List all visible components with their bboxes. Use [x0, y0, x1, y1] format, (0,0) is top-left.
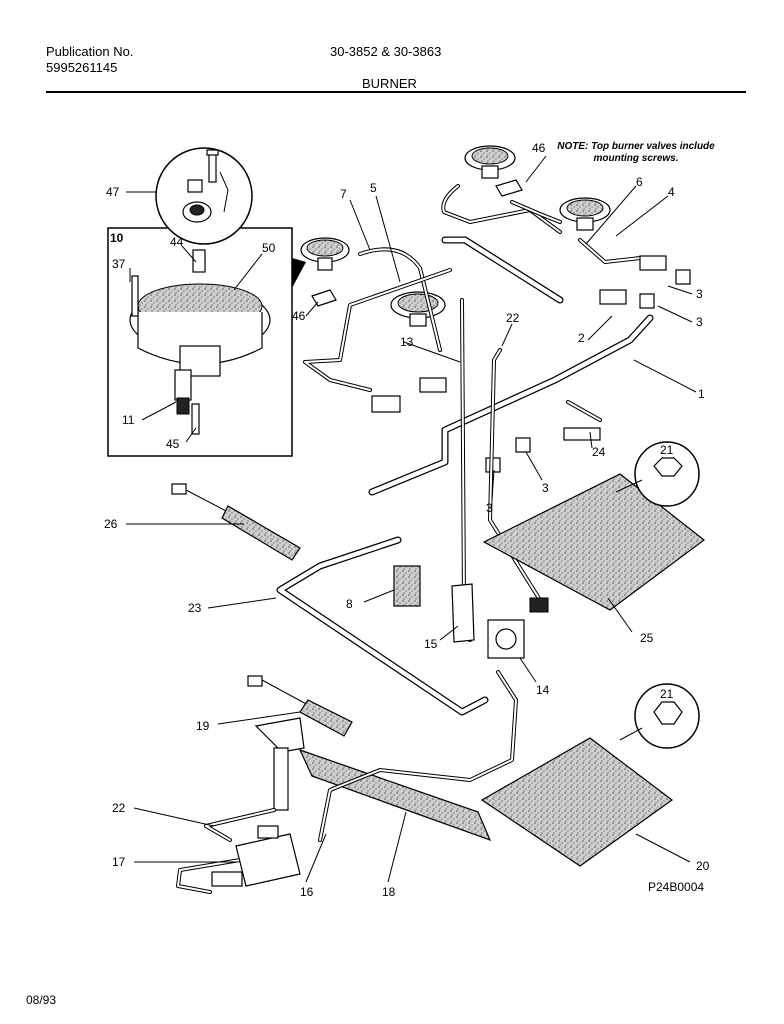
callout-44: 44	[170, 235, 184, 249]
callout-15: 15	[424, 637, 438, 651]
callout-47: 47	[106, 185, 120, 199]
callout-24: 24	[592, 445, 606, 459]
callout-7: 7	[340, 187, 347, 201]
pressure-regulator-14	[487, 597, 549, 659]
callout-50: 50	[262, 241, 276, 255]
bracket-15	[451, 583, 475, 643]
section-title: BURNER	[362, 76, 417, 91]
publication-label: Publication No.	[46, 44, 134, 59]
callout-3-upper: 3	[696, 287, 703, 301]
callout-labels: 47 46 7 5 6 4 10 44 50 37 46 3 3 22 2 13…	[104, 141, 710, 899]
inset-pointer-arrow	[292, 258, 306, 288]
callout-6: 6	[636, 175, 643, 189]
lower-supply-tubes	[176, 670, 518, 894]
burner-gas-tubes	[303, 184, 642, 392]
callout-46-left: 46	[292, 309, 306, 323]
surface-burner-right	[559, 197, 611, 231]
oven-baffle-25	[482, 473, 705, 611]
callout-3-second: 3	[696, 315, 703, 329]
callout-11: 11	[122, 413, 135, 427]
detail-circle-47	[155, 147, 253, 245]
valve-note: NOTE: Top burner valves include mounting…	[557, 141, 715, 164]
callout-37: 37	[112, 257, 126, 271]
callout-13: 13	[400, 335, 414, 349]
diagram-code: P24B0004	[648, 880, 705, 894]
broil-baffle-20	[480, 737, 674, 867]
callout-19: 19	[196, 719, 210, 733]
surface-burner-center	[390, 291, 446, 327]
callout-4: 4	[668, 185, 675, 199]
callout-22-upper: 22	[506, 311, 520, 325]
header-rule	[46, 91, 746, 93]
callout-14: 14	[536, 683, 550, 697]
callout-22-lower: 22	[112, 801, 126, 815]
broil-burner-18	[298, 748, 492, 842]
callout-2: 2	[578, 331, 585, 345]
callout-16: 16	[300, 885, 314, 899]
callout-3-center: 3	[542, 481, 549, 495]
callout-45: 45	[166, 437, 180, 451]
date-code: 08/93	[26, 993, 57, 1007]
nut-lower-icon	[653, 701, 683, 725]
module-8	[393, 565, 421, 607]
callout-1: 1	[698, 387, 705, 401]
screw-and-clip-detail	[182, 149, 229, 223]
burner-head-detail	[129, 249, 271, 435]
publication-number: 5995261145	[46, 60, 118, 75]
oven-burner-tube	[276, 536, 489, 716]
callout-46-rear: 46	[532, 141, 546, 155]
ignitor-26	[171, 483, 301, 561]
callout-23: 23	[188, 601, 202, 615]
callout-18: 18	[382, 885, 396, 899]
broil-bracket	[254, 717, 305, 753]
bracket-46-left	[311, 289, 337, 307]
callout-20: 20	[696, 859, 710, 873]
callout-26: 26	[104, 517, 118, 531]
orifice-fitting-24	[563, 427, 601, 441]
thermostat-valve-17	[211, 825, 301, 887]
callout-5: 5	[370, 181, 377, 195]
callout-10: 10	[110, 231, 124, 245]
callout-8: 8	[346, 597, 353, 611]
model-numbers: 30-3852 & 30-3863	[330, 44, 442, 59]
surface-burner-left	[300, 237, 350, 271]
surface-burner-rear	[464, 145, 516, 179]
manifold-pipe	[368, 236, 654, 496]
ignitor-19	[247, 675, 353, 737]
callout-25: 25	[640, 631, 654, 645]
callout-21-lower: 21	[660, 687, 674, 701]
callout-3-lower: 3	[486, 501, 493, 515]
nut-upper-icon	[653, 457, 683, 477]
callout-leader-lines	[126, 155, 697, 883]
callout-17: 17	[112, 855, 126, 869]
callout-21-upper: 21	[660, 443, 674, 457]
broil-pilot-tube	[273, 747, 289, 811]
bracket-46-rear	[495, 179, 523, 197]
